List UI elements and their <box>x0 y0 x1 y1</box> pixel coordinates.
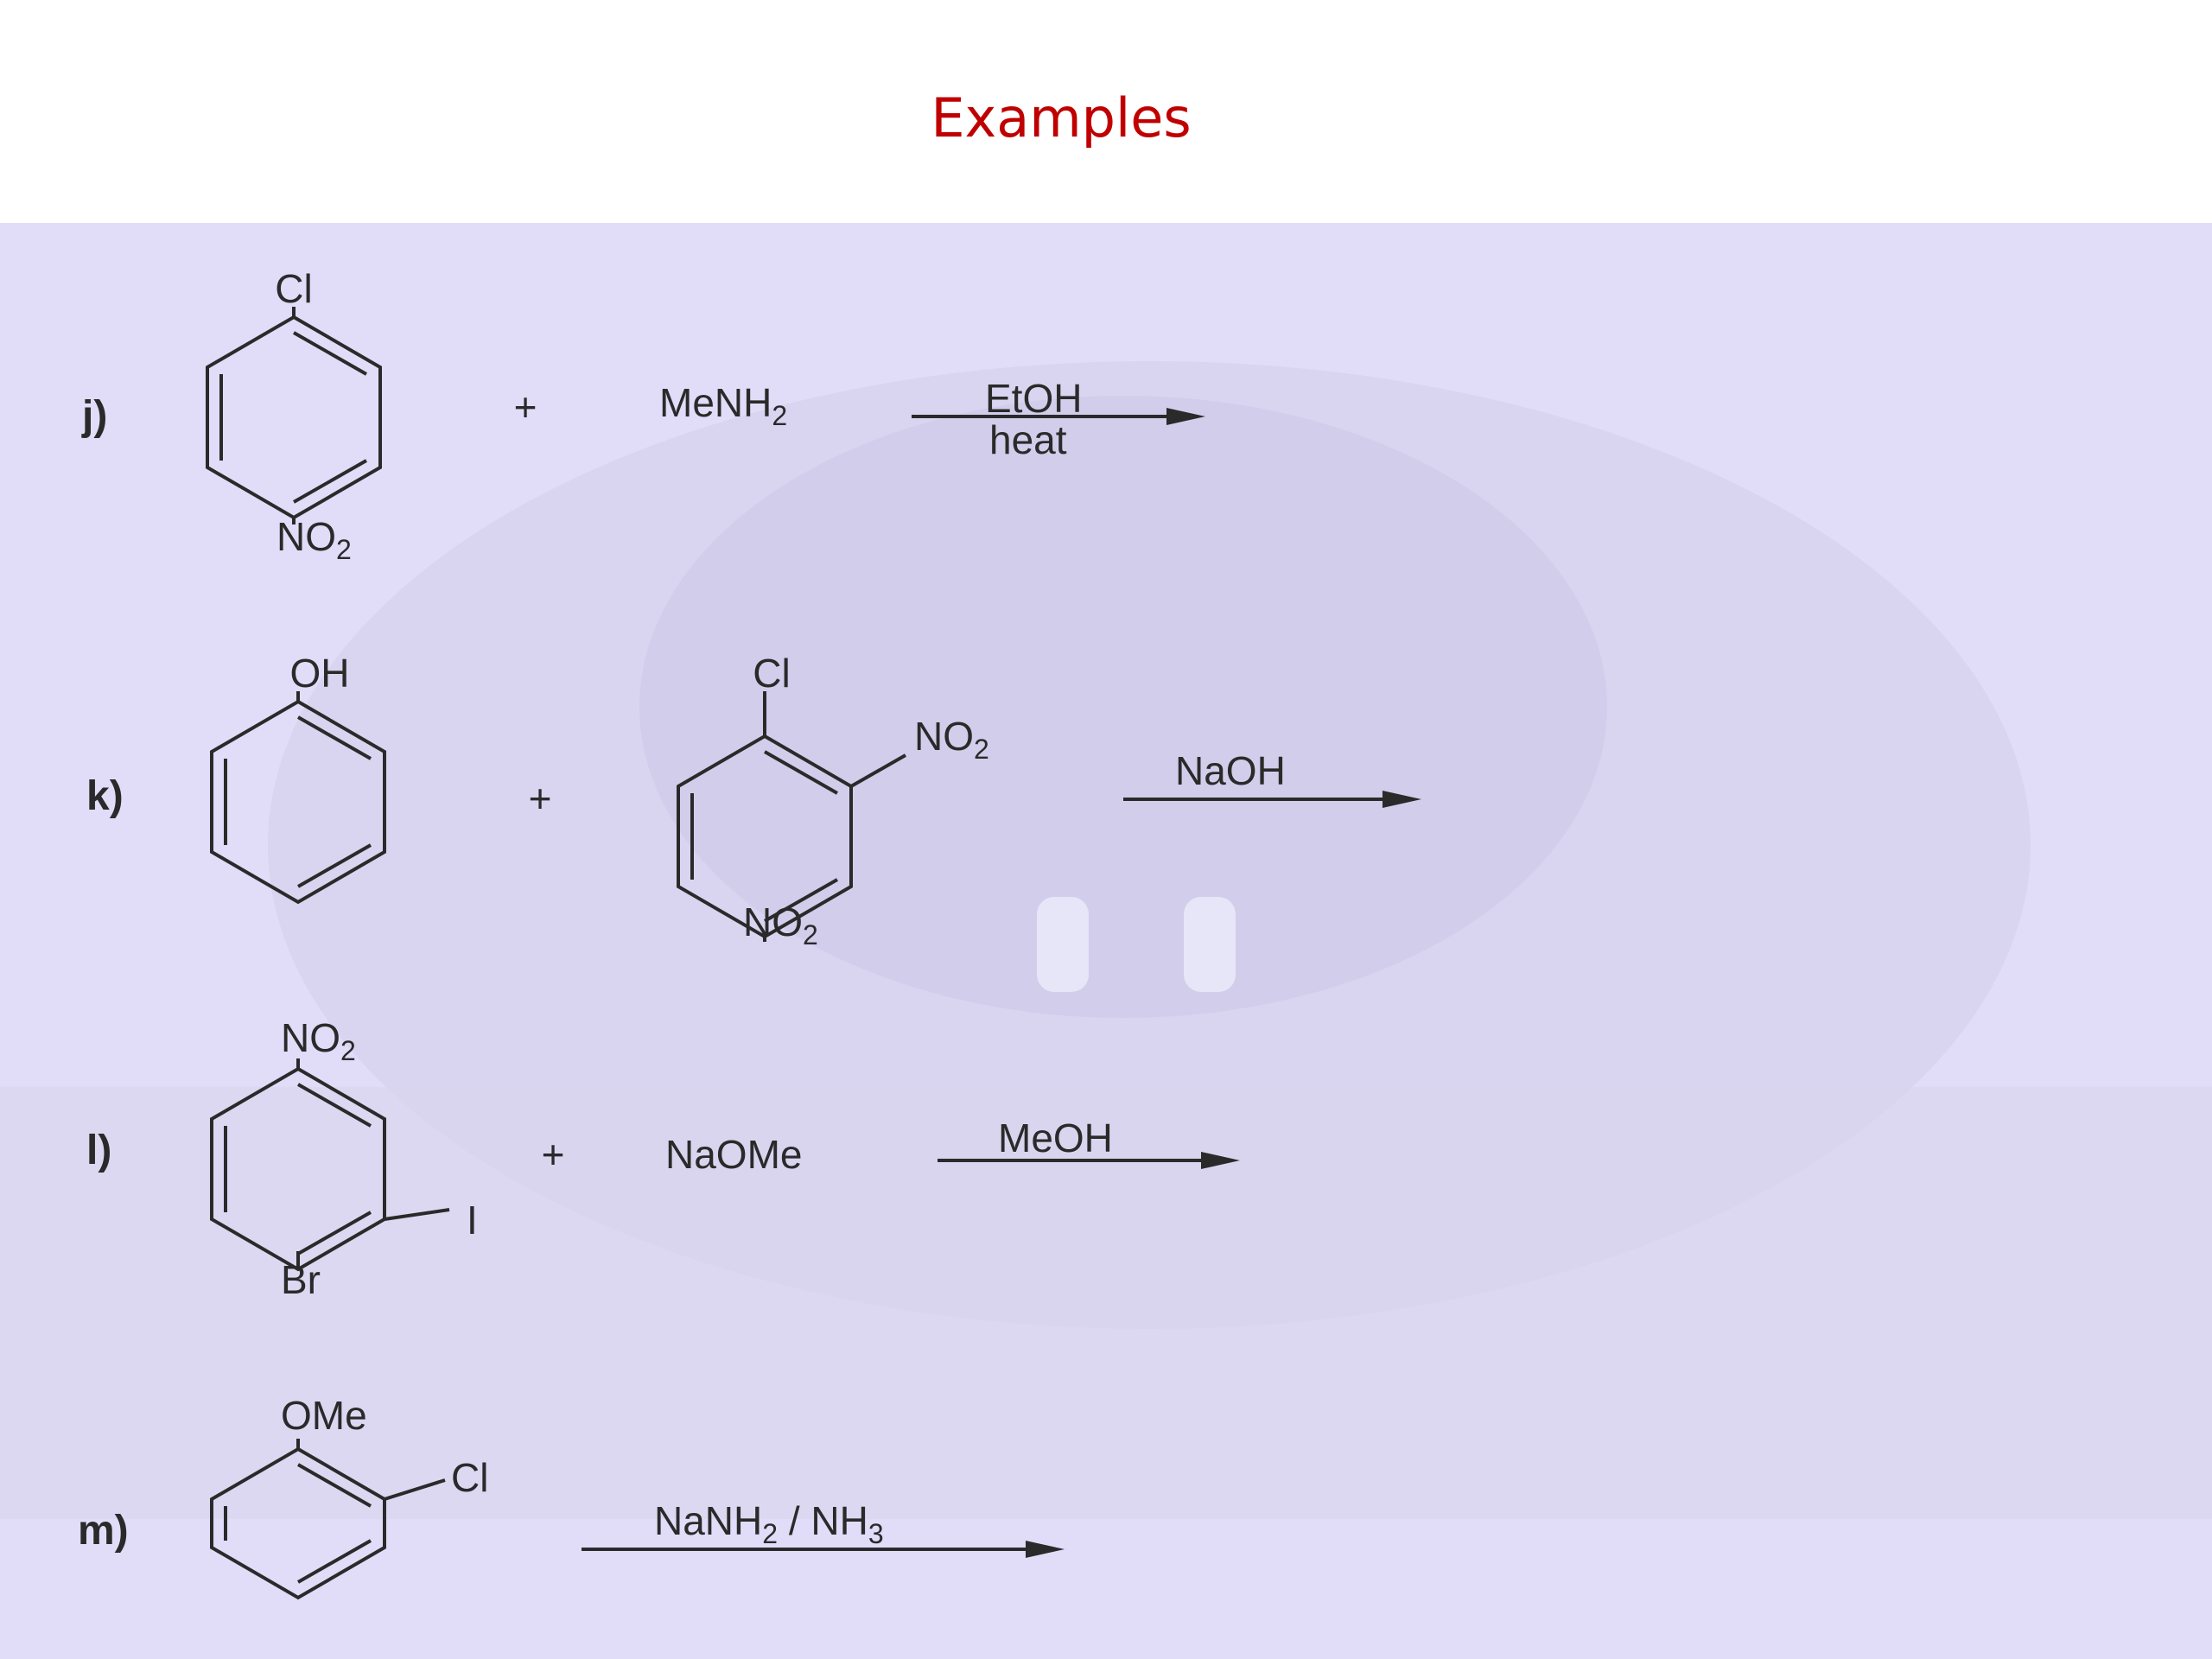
reagent-formula: MeNH2 <box>659 380 787 431</box>
reaction-label: m) <box>78 1508 129 1554</box>
substituent-cl: Cl <box>275 266 312 311</box>
reaction-label: k) <box>86 773 124 819</box>
plus-sign: + <box>514 385 537 429</box>
arrow-condition-above: EtOH <box>985 376 1082 421</box>
substituent-cl: Cl <box>753 651 790 696</box>
arrow-condition-above: MeOH <box>998 1116 1113 1160</box>
reaction-arrow: NaNH2 / NH3 <box>582 1498 1065 1558</box>
substrate-molecule-l: NO2 I Br <box>210 1015 478 1302</box>
reaction-k: k) OH + Cl NO2 NO2 NaOH <box>86 651 1421 950</box>
reaction-label: l) <box>86 1128 111 1173</box>
arrow-condition-below: heat <box>989 417 1067 462</box>
plus-sign: + <box>542 1132 565 1177</box>
reaction-j: j) Cl NO2 + MeNH2 EtOH heat <box>81 266 1205 565</box>
dinitrochlorobenzene-molecule: Cl NO2 NO2 <box>677 651 989 950</box>
plus-sign: + <box>529 776 552 821</box>
substituent-bromo: Br <box>281 1257 321 1302</box>
substituent-cl: Cl <box>451 1455 488 1500</box>
reactions-panel <box>0 223 2212 1659</box>
reaction-label: j) <box>81 393 107 439</box>
substrate-molecule-m: OMe Cl <box>210 1393 488 1600</box>
reagent-formula: NaOMe <box>665 1132 802 1177</box>
phenol-molecule: OH <box>210 651 386 905</box>
watermark-background-image <box>0 361 2212 1519</box>
slide-title: Examples <box>931 86 1192 149</box>
substituent-nitro-ortho: NO2 <box>914 714 989 765</box>
substituent-nitro: NO2 <box>281 1015 356 1066</box>
substituent-nitro-para: NO2 <box>743 899 818 950</box>
reaction-arrow: NaOH <box>1123 748 1421 808</box>
reaction-arrow: EtOH heat <box>912 376 1205 462</box>
reaction-l: l) NO2 I Br + NaOMe MeOH <box>86 1015 1240 1302</box>
arrow-condition-above: NaOH <box>1175 748 1286 793</box>
reaction-m: m) OMe Cl NaNH2 / NH3 <box>78 1393 1065 1600</box>
reaction-arrow: MeOH <box>938 1116 1240 1169</box>
substituent-iodo: I <box>467 1198 478 1243</box>
substrate-molecule-j: Cl NO2 <box>206 266 382 565</box>
substituent-oh: OH <box>290 651 350 696</box>
substituent-methoxy: OMe <box>281 1393 367 1438</box>
substituent-nitro: NO2 <box>276 514 352 565</box>
arrow-condition-above: NaNH2 / NH3 <box>654 1498 884 1549</box>
